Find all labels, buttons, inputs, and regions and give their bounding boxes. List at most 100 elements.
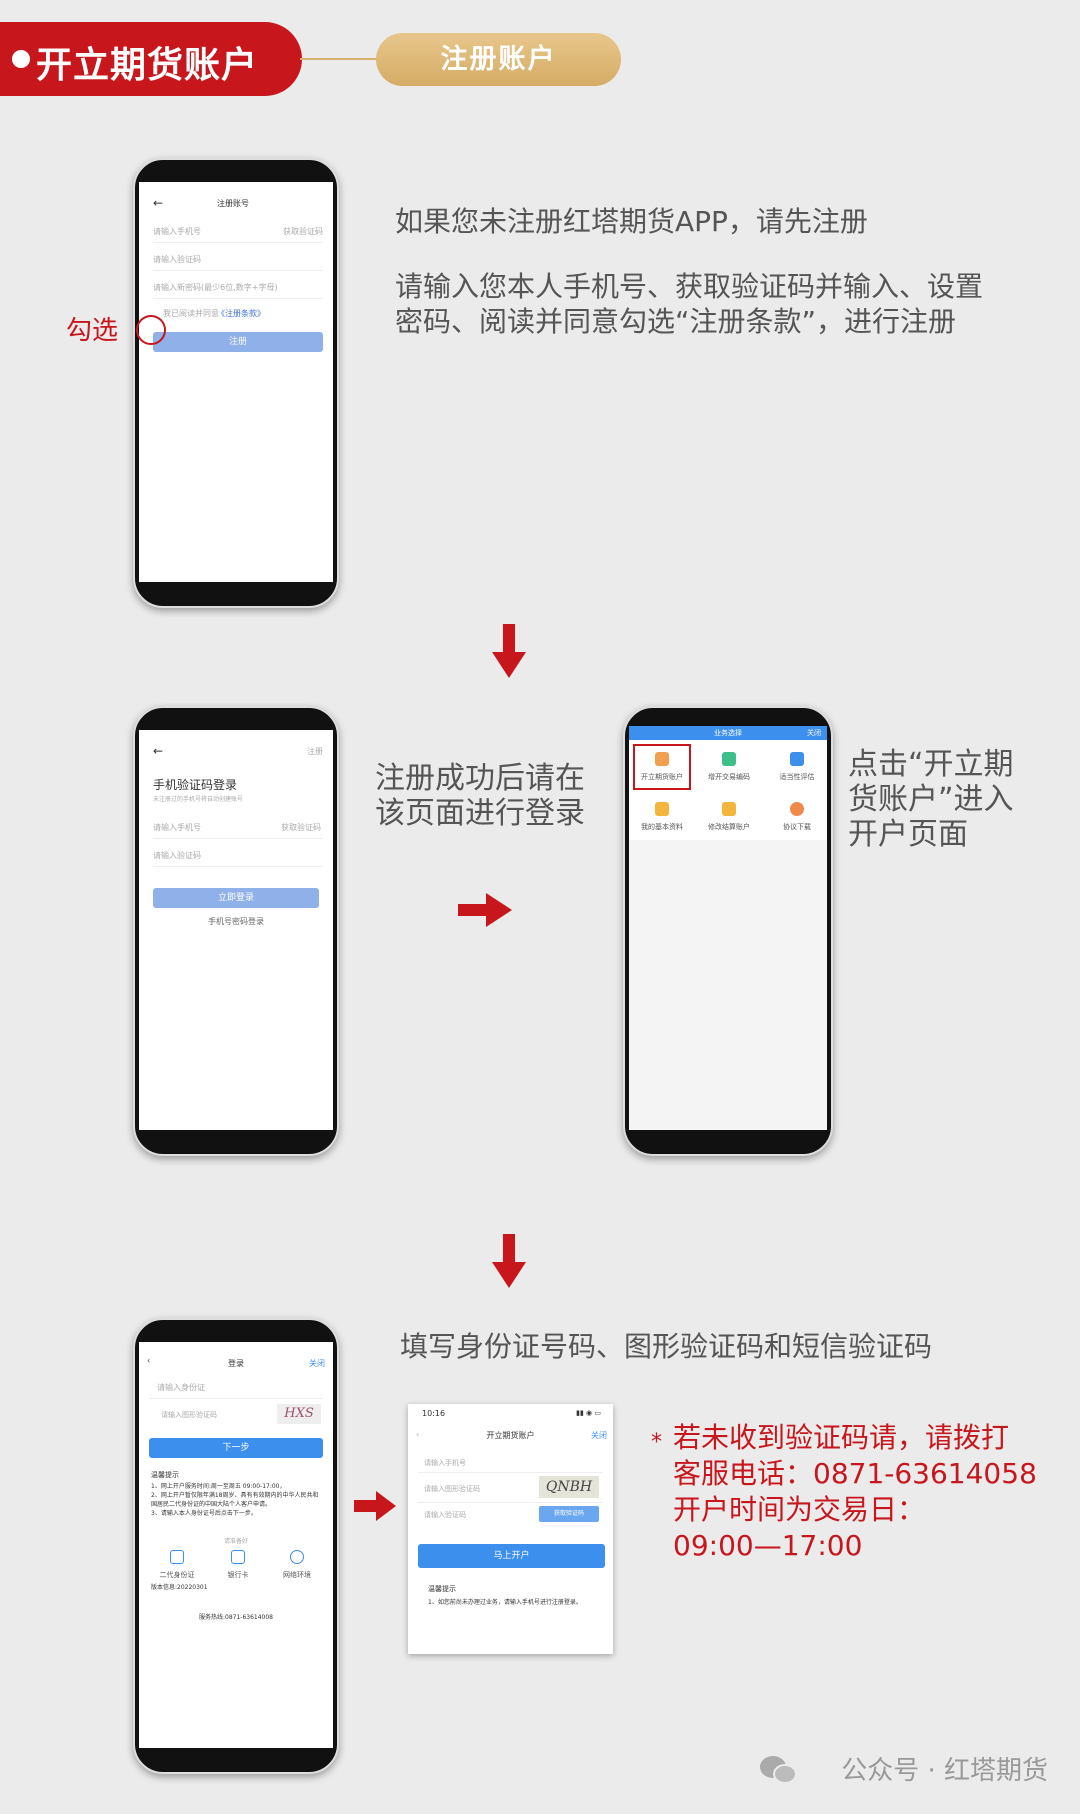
register-link[interactable]: 注册 xyxy=(307,747,323,756)
step2-instruction-a: 注册成功后请在 xyxy=(375,761,585,796)
tip-text: 1、如您前尚未办理过业务，请输入手机号进行注册登录。 xyxy=(428,1599,582,1606)
captcha-input[interactable]: 请输入图形验证码 xyxy=(161,1411,217,1419)
wifi-icon xyxy=(290,1550,304,1564)
back-arrow-icon[interactable]: ← xyxy=(153,196,164,210)
id-card-item: 二代身份证 xyxy=(153,1550,201,1580)
tips-title: 温馨提示 xyxy=(151,1471,179,1479)
wechat-icon xyxy=(760,1756,798,1786)
register-phone-mockup: ← 注册账号 请输入手机号 获取验证码 请输入验证码 请输入新密码(最少6位,数… xyxy=(133,158,339,608)
open-account-tile[interactable]: 开立期货账户 xyxy=(634,752,690,782)
code-icon xyxy=(722,752,736,766)
tips-list: 1、网上开户服务时间:周一至周五 09:00-17:00， 2、网上开户暂仅限年… xyxy=(151,1482,323,1518)
network-item: 网络环境 xyxy=(273,1550,321,1580)
note-star: * xyxy=(651,1430,662,1455)
step2-instruction-d: 货账户”进入 xyxy=(848,782,1014,817)
login-heading: 手机验证码登录 xyxy=(153,778,238,792)
code-input[interactable]: 请输入验证码 xyxy=(153,255,201,264)
suitability-tile[interactable]: 适当性评估 xyxy=(769,752,825,782)
code-input[interactable]: 请输入验证码 xyxy=(153,851,201,860)
password-input[interactable]: 请输入新密码(最少6位,数字+字母) xyxy=(153,283,278,292)
phone-input[interactable]: 请输入手机号 xyxy=(424,1459,466,1467)
next-button[interactable]: 下一步 xyxy=(149,1438,323,1458)
settlement-tile[interactable]: 修改结算账户 xyxy=(701,802,757,832)
business-header-bar xyxy=(629,726,827,740)
tip-item: 2、网上开户暂仅限年满18周岁、具有有效期内的中华人民共和国居民二代身份证的中国… xyxy=(151,1492,319,1508)
add-code-tile[interactable]: 增开交易编码 xyxy=(701,752,757,782)
open-account-highlight xyxy=(633,744,691,790)
tile-label: 适当性评估 xyxy=(779,773,815,781)
screen-title: 开立期货账户 xyxy=(486,1431,535,1440)
register-screen: ← 注册账号 请输入手机号 获取验证码 请输入验证码 请输入新密码(最少6位,数… xyxy=(139,182,333,582)
id-login-screen: ‹ 登录 关闭 请输入身份证 请输入图形验证码 HXS 下一步 温馨提示 1、网… xyxy=(139,1342,333,1748)
get-code-link[interactable]: 获取验证码 xyxy=(281,823,321,832)
tile-label: 修改结算账户 xyxy=(708,823,750,831)
tip-item: 1、网上开户服务时间:周一至周五 09:00-17:00， xyxy=(151,1483,286,1490)
register-button[interactable]: 注册 xyxy=(153,332,323,352)
login-button[interactable]: 立即登录 xyxy=(153,888,319,908)
empty-area xyxy=(629,840,827,1130)
download-tile[interactable]: 协议下载 xyxy=(769,802,825,832)
note-block: 若未收到验证码请，请拨打 客服电话：0871-63614058 开户时间为交易日… xyxy=(673,1420,1037,1564)
login-subtitle: 未注册过的手机号将自动创建账号 xyxy=(153,796,244,803)
bank-card-item: 银行卡 xyxy=(214,1550,262,1580)
id-login-phone-mockup: ‹ 登录 关闭 请输入身份证 请输入图形验证码 HXS 下一步 温馨提示 1、网… xyxy=(133,1318,339,1774)
status-time: 10:16 xyxy=(422,1409,446,1418)
step2-instruction-c: 点击“开立期 xyxy=(848,747,1014,782)
item-label: 网络环境 xyxy=(283,1571,311,1579)
arrow-down-icon xyxy=(492,624,526,678)
captcha-image[interactable]: QNBH xyxy=(539,1476,599,1498)
step1-instruction-1: 如果您未注册红塔期货APP，请先注册 xyxy=(395,205,868,238)
arrow-right-icon xyxy=(458,893,512,927)
page-title: 开立期货账户 xyxy=(36,45,259,86)
register-title: 注册账号 xyxy=(217,199,249,208)
check-circle-marker xyxy=(136,315,166,345)
login-title: 登录 xyxy=(228,1359,244,1368)
tile-label: 开立期货账户 xyxy=(641,773,683,781)
tile-label: 增开交易编码 xyxy=(708,773,750,781)
step1-instruction-2b: 密码、阅读并同意勾选“注册条款”，进行注册 xyxy=(395,305,957,338)
bank-card-icon xyxy=(231,1550,245,1564)
note-line: 若未收到验证码请，请拨打 xyxy=(673,1421,1010,1454)
arrow-down-icon xyxy=(492,1234,526,1288)
id-input[interactable]: 请输入身份证 xyxy=(157,1383,205,1392)
password-login-link[interactable]: 手机号密码登录 xyxy=(208,917,264,926)
back-arrow-icon[interactable]: ‹ xyxy=(416,1430,420,1439)
agree-text: 我已阅读并同意 xyxy=(163,309,219,318)
terms-link[interactable]: 《注册条款》 xyxy=(217,309,265,318)
captcha-input[interactable]: 请输入图形验证码 xyxy=(424,1485,480,1493)
open-account-screenshot: 10:16 ▮▮ ◉ ▭ ‹ 开立期货账户 关闭 请输入手机号 请输入图形验证码… xyxy=(408,1404,613,1654)
note-line: 开户时间为交易日： xyxy=(673,1493,926,1526)
open-now-button[interactable]: 马上开户 xyxy=(418,1544,605,1568)
download-icon xyxy=(790,802,804,816)
phone-input[interactable]: 请输入手机号 xyxy=(153,227,201,236)
close-link[interactable]: 关闭 xyxy=(309,1359,325,1368)
header-banner xyxy=(0,22,302,96)
edit-icon xyxy=(722,802,736,816)
status-icons: ▮▮ ◉ ▭ xyxy=(576,1409,601,1417)
step3-instruction: 填写身份证号码、图形验证码和短信验证码 xyxy=(400,1330,933,1363)
code-input[interactable]: 请输入验证码 xyxy=(424,1511,466,1519)
close-link[interactable]: 关闭 xyxy=(807,729,821,737)
profile-icon xyxy=(655,802,669,816)
step1-instruction-2a: 请输入您本人手机号、获取验证码并输入、设置 xyxy=(395,270,984,303)
get-code-link[interactable]: 获取验证码 xyxy=(283,227,323,236)
login-screen: ← 注册 手机验证码登录 未注册过的手机号将自动创建账号 请输入手机号 获取验证… xyxy=(139,730,333,1130)
note-line: 客服电话：0871-63614058 xyxy=(673,1457,1037,1490)
note-line: 09:00—17:00 xyxy=(673,1529,863,1562)
tile-label: 协议下载 xyxy=(783,823,811,831)
watermark-text: 公众号 · 红塔期货 xyxy=(841,1756,1048,1786)
service-hotline: 服务热线:0871-63614008 xyxy=(199,1614,273,1621)
bullet-dot xyxy=(12,50,30,68)
close-link[interactable]: 关闭 xyxy=(591,1431,607,1440)
business-phone-mockup: 业务选择 关闭 开立期货账户 增开交易编码 适当性评估 我的基本资料 修改结算账… xyxy=(623,706,833,1156)
captcha-image[interactable]: HXS xyxy=(277,1404,321,1424)
get-code-button[interactable]: 获取验证码 xyxy=(539,1506,599,1522)
back-arrow-icon[interactable]: ‹ xyxy=(147,1356,151,1365)
prepare-label: 请准备好 xyxy=(223,1538,248,1545)
phone-input[interactable]: 请输入手机号 xyxy=(153,823,201,832)
business-screen: 业务选择 关闭 开立期货账户 增开交易编码 适当性评估 我的基本资料 修改结算账… xyxy=(629,726,827,1130)
back-arrow-icon[interactable]: ← xyxy=(153,744,164,758)
step2-instruction-e: 开户页面 xyxy=(848,817,968,852)
version-info: 版本信息:20220301 xyxy=(151,1584,208,1591)
profile-tile[interactable]: 我的基本资料 xyxy=(634,802,690,832)
